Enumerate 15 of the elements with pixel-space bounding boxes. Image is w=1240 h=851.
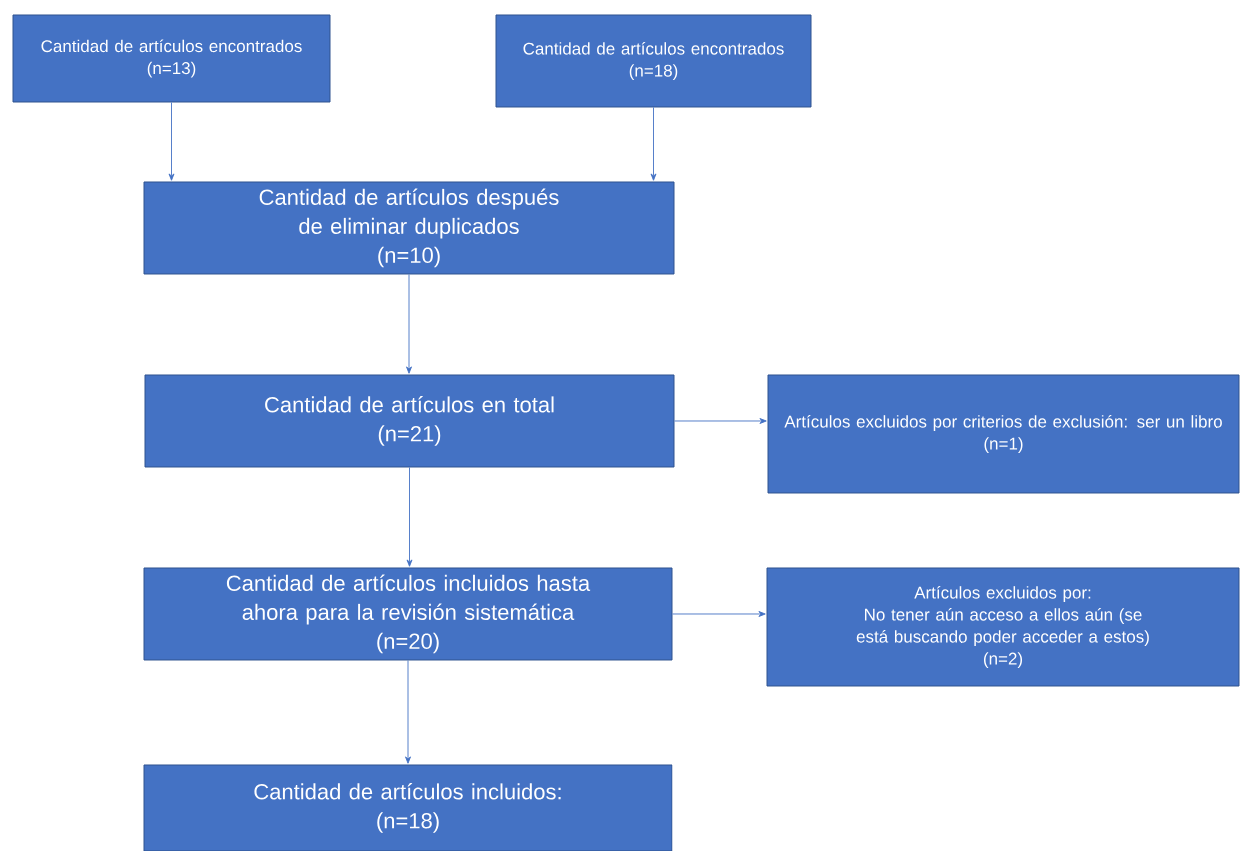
process-box: Artículos excluidos por: No tener aún acceso a ellos aún (se está buscando poder acceder a estos) (n=2) — [766, 567, 1240, 687]
arrow — [405, 660, 411, 764]
process-box: Cantidad de artículos incluidos hasta ahora para la revisión sistemática (n=20) — [143, 567, 673, 661]
arrow — [674, 418, 767, 424]
process-box: Cantidad de artículos encontrados (n=18) — [495, 14, 812, 108]
process-box: Artículos excluidos por criterios de exclusión: ser un libro (n=1) — [767, 374, 1240, 494]
arrow — [672, 611, 766, 617]
arrow — [406, 274, 412, 374]
process-box: Cantidad de artículos después de eliminar duplicados (n=10) — [143, 181, 675, 275]
process-box: Cantidad de artículos incluidos: (n=18) — [143, 764, 673, 851]
arrow — [406, 467, 413, 567]
arrow — [168, 102, 175, 181]
process-box: Cantidad de artículos en total (n=21) — [144, 374, 675, 468]
process-box: Cantidad de artículos encontrados (n=13) — [12, 14, 331, 103]
arrow — [650, 107, 657, 181]
